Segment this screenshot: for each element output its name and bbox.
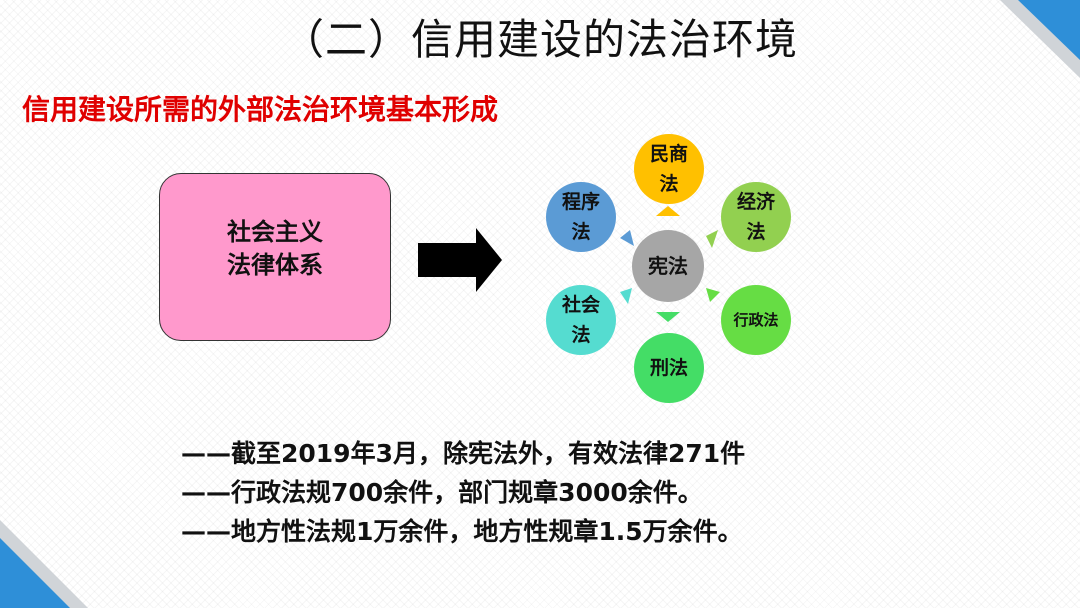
node-label: 程序 (561, 191, 600, 213)
right-arrow-icon (418, 228, 502, 292)
node-label: 行政法 (733, 311, 779, 329)
node-civil-commercial-law: 民商 法 (634, 134, 704, 204)
node-label: 民商 (649, 143, 688, 165)
statistics-list: ——截至2019年3月，除宪法外，有效法律271件 ——行政法规700余件，部门… (181, 434, 745, 551)
node-label: 刑法 (649, 357, 688, 379)
arrow-to-economic (706, 230, 718, 248)
node-label: 法 (571, 324, 591, 346)
arrow-to-social (620, 288, 632, 304)
diagram-connector-arrows (620, 206, 720, 322)
node-criminal-law: 刑法 (634, 333, 704, 403)
node-procedural-law: 程序 法 (546, 182, 616, 252)
arrow-to-procedural (620, 230, 634, 246)
box-label-line1: 社会主义 (227, 218, 323, 246)
page-title: （二）信用建设的法治环境 (281, 15, 798, 64)
statistic-line: ——行政法规700余件，部门规章3000余件。 (181, 478, 703, 507)
node-social-law: 社会 法 (546, 285, 616, 355)
arrow-to-administrative (706, 288, 720, 302)
statistic-line: ——截至2019年3月，除宪法外，有效法律271件 (181, 439, 746, 468)
arrow-to-civil-commercial (656, 206, 680, 216)
node-label: 经济 (736, 191, 775, 213)
node-label: 法 (659, 173, 679, 195)
box-label-line2: 法律体系 (227, 251, 323, 279)
node-administrative-law: 行政法 (721, 285, 791, 355)
node-label: 社会 (561, 294, 600, 316)
center-node-label: 宪法 (648, 254, 688, 278)
section-subtitle: 信用建设所需的外部法治环境基本形成 (22, 93, 499, 126)
socialist-legal-system-box: 社会主义 法律体系 (159, 173, 391, 341)
node-label: 法 (571, 221, 591, 243)
legal-hierarchy-diagram: 宪法 民商 法 经济 法 行政法 刑法 社会 法 程序 法 (540, 130, 800, 403)
center-node-constitution: 宪法 (632, 230, 704, 302)
node-economic-law: 经济 法 (721, 182, 791, 252)
statistic-line: ——地方性法规1万余件，地方性规章1.5万余件。 (181, 517, 743, 546)
arrow-to-criminal (656, 312, 680, 322)
node-label: 法 (746, 221, 766, 243)
